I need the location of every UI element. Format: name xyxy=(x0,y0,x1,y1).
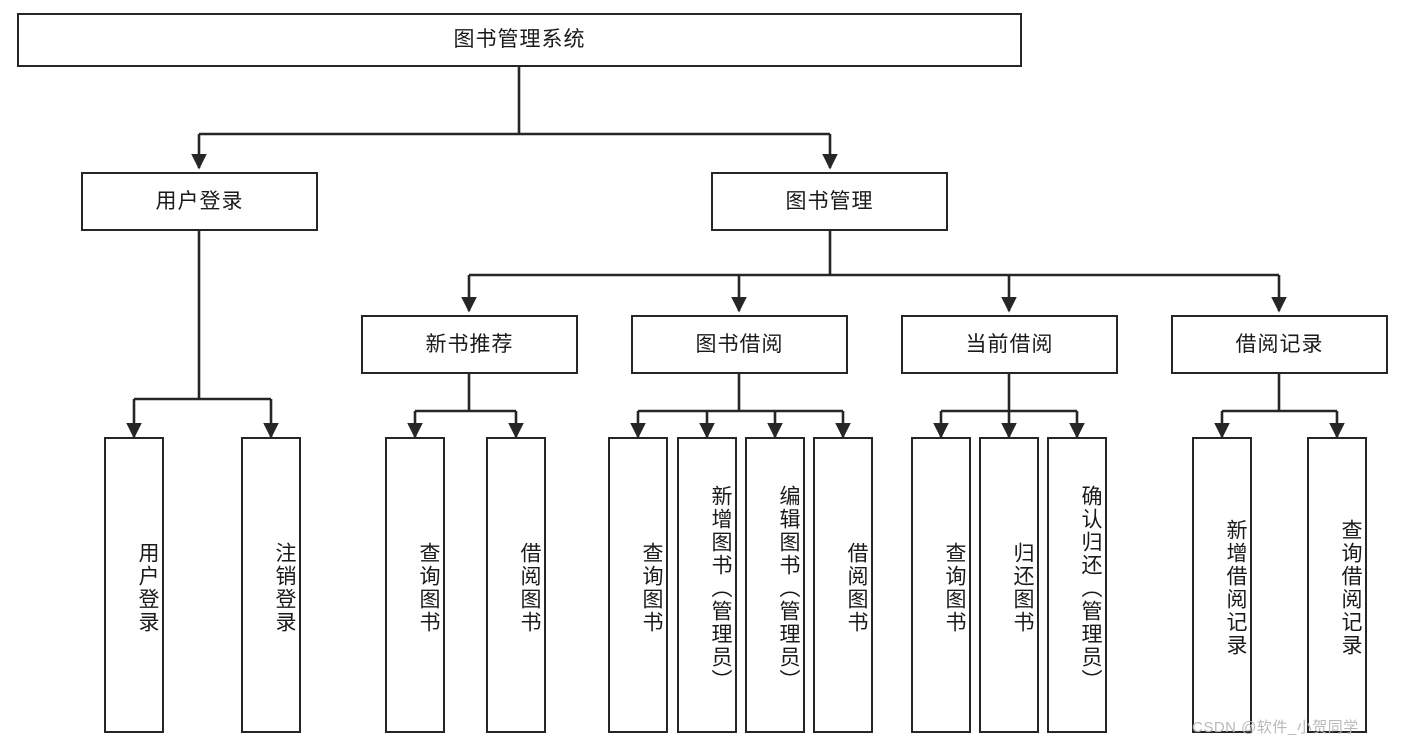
node-current-borrow-label: 当前借阅 xyxy=(965,332,1054,356)
node-book-borrow[interactable]: 图书借阅 xyxy=(631,315,848,374)
node-leaf-user-login[interactable]: 用户登录 xyxy=(104,437,164,733)
node-leaf-query-book-1-label: 查询图书 xyxy=(417,542,440,634)
csdn-watermark: CSDN @软件_小贺同学 xyxy=(1192,719,1359,736)
node-book-manage[interactable]: 图书管理 xyxy=(711,172,948,231)
node-new-book-rec-label: 新书推荐 xyxy=(425,332,514,356)
node-user-login-label: 用户登录 xyxy=(155,189,244,213)
node-leaf-query-record[interactable]: 查询借阅记录 xyxy=(1307,437,1367,733)
node-book-borrow-label: 图书借阅 xyxy=(695,332,784,356)
node-borrow-record-label: 借阅记录 xyxy=(1235,332,1324,356)
node-leaf-confirm-return-label: 确认归还（管理员） xyxy=(1079,484,1102,692)
node-user-login[interactable]: 用户登录 xyxy=(81,172,318,231)
node-leaf-add-record[interactable]: 新增借阅记录 xyxy=(1192,437,1252,733)
node-leaf-query-book-2-label: 查询图书 xyxy=(640,542,663,634)
node-leaf-query-book-1[interactable]: 查询图书 xyxy=(385,437,445,733)
node-leaf-logout-login[interactable]: 注销登录 xyxy=(241,437,301,733)
node-leaf-query-record-label: 查询借阅记录 xyxy=(1339,519,1362,657)
node-book-manage-label: 图书管理 xyxy=(785,189,874,213)
node-leaf-query-book-3-label: 查询图书 xyxy=(943,542,966,634)
node-borrow-record[interactable]: 借阅记录 xyxy=(1171,315,1388,374)
node-leaf-edit-book[interactable]: 编辑图书（管理员） xyxy=(745,437,805,733)
node-new-book-rec[interactable]: 新书推荐 xyxy=(361,315,578,374)
node-leaf-user-login-label: 用户登录 xyxy=(136,542,159,634)
node-leaf-borrow-book-1-label: 借阅图书 xyxy=(518,542,541,634)
node-leaf-add-record-label: 新增借阅记录 xyxy=(1224,519,1247,657)
node-leaf-logout-login-label: 注销登录 xyxy=(273,542,296,634)
node-leaf-confirm-return[interactable]: 确认归还（管理员） xyxy=(1047,437,1107,733)
node-leaf-edit-book-label: 编辑图书（管理员） xyxy=(777,484,800,692)
node-leaf-add-book[interactable]: 新增图书（管理员） xyxy=(677,437,737,733)
node-leaf-query-book-3[interactable]: 查询图书 xyxy=(911,437,971,733)
node-leaf-query-book-2[interactable]: 查询图书 xyxy=(608,437,668,733)
node-leaf-borrow-book-1[interactable]: 借阅图书 xyxy=(486,437,546,733)
node-leaf-borrow-book-2-label: 借阅图书 xyxy=(845,542,868,634)
node-leaf-add-book-label: 新增图书（管理员） xyxy=(709,484,732,692)
node-leaf-return-book-label: 归还图书 xyxy=(1011,542,1034,634)
node-root-label: 图书管理系统 xyxy=(453,28,586,52)
node-leaf-borrow-book-2[interactable]: 借阅图书 xyxy=(813,437,873,733)
node-root[interactable]: 图书管理系统 xyxy=(17,13,1022,67)
node-current-borrow[interactable]: 当前借阅 xyxy=(901,315,1118,374)
node-leaf-return-book[interactable]: 归还图书 xyxy=(979,437,1039,733)
